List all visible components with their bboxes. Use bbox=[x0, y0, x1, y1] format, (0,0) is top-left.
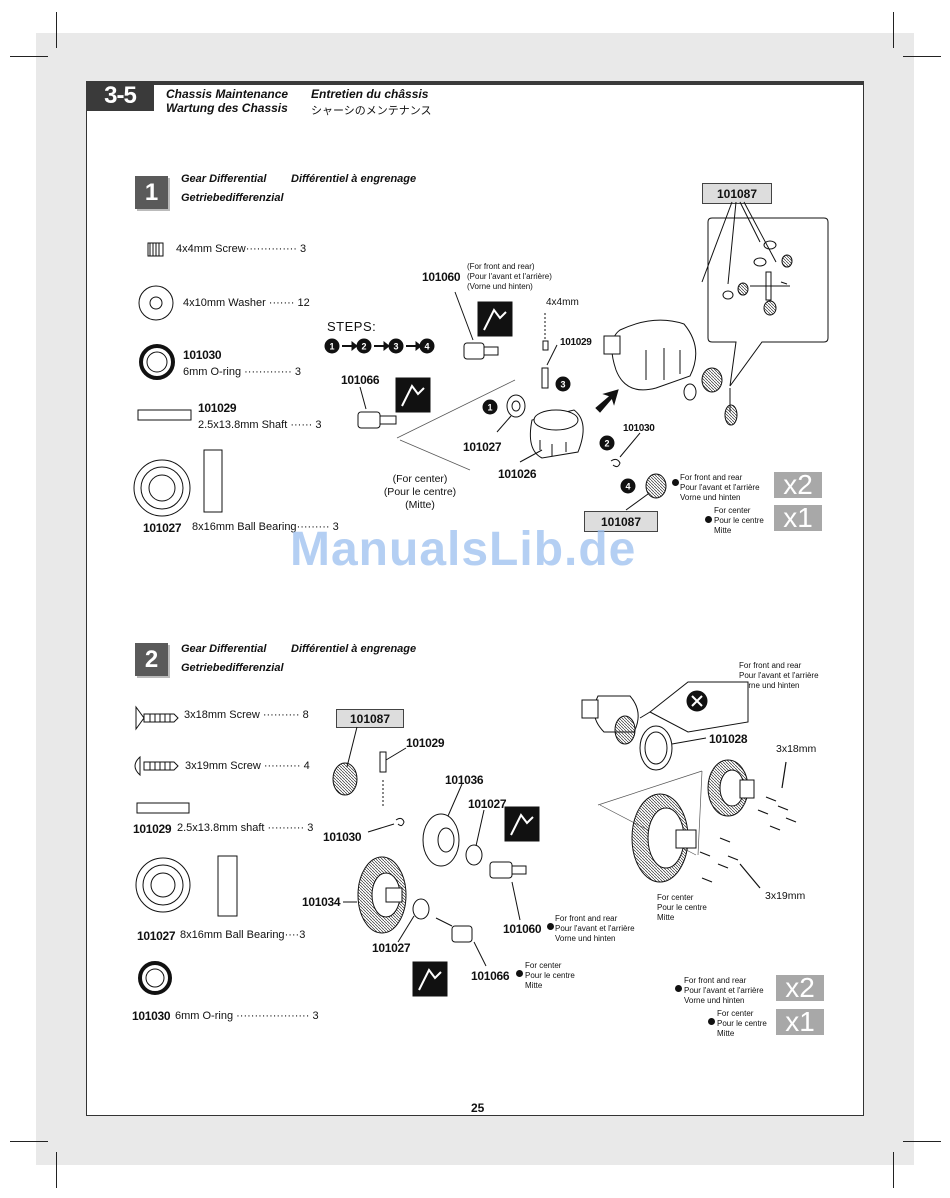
callout-101028: 101028 bbox=[709, 732, 748, 746]
callout-101087-box: 101087 bbox=[584, 511, 658, 532]
bullet bbox=[516, 970, 523, 977]
bullet bbox=[705, 516, 712, 523]
bullet bbox=[672, 479, 679, 486]
part-number: 101027 bbox=[137, 929, 176, 943]
callout-101029: 101029 bbox=[406, 736, 445, 750]
callout-101060: 101060 bbox=[503, 922, 542, 936]
part-number: 101029 bbox=[198, 401, 237, 415]
step-title-de: Getriebedifferenzial bbox=[181, 192, 284, 204]
part-list-item: 3x19mm Screw ·········· 4 bbox=[185, 760, 310, 772]
part-list-item: 6mm O-ring ···················· 3 bbox=[175, 1010, 319, 1022]
watermark: ManualsLib.de bbox=[290, 523, 637, 576]
part-list-item: 2.5x13.8mm shaft ·········· 3 bbox=[177, 822, 314, 834]
callout-101087-box: 101087 bbox=[336, 709, 404, 728]
callout-101066: 101066 bbox=[341, 373, 380, 387]
title-ja: シャーシのメンテナンス bbox=[311, 105, 432, 117]
part-list-item: 4x4mm Screw·············· 3 bbox=[176, 243, 307, 255]
title-fr: Entretien du châssis bbox=[311, 87, 429, 101]
part-list-item: 8x16mm Ball Bearing········· 3 bbox=[192, 521, 339, 533]
step-title-en: Gear Differential bbox=[181, 173, 267, 185]
crop-mark bbox=[893, 1152, 894, 1188]
bullet bbox=[547, 923, 554, 930]
multiplier-badge: x2 bbox=[774, 471, 822, 499]
callout-101036: 101036 bbox=[445, 773, 484, 787]
title-en: Chassis Maintenance bbox=[166, 87, 289, 101]
crop-mark bbox=[56, 1152, 57, 1188]
part-number: 101030 bbox=[183, 348, 222, 362]
crop-mark bbox=[56, 12, 57, 48]
multiplier-badge: x2 bbox=[776, 974, 824, 1002]
callout-101029-inset: 101029 bbox=[789, 286, 821, 297]
callout-101026: 101026 bbox=[498, 467, 537, 481]
part-list-item: 3x18mm Screw ·········· 8 bbox=[184, 709, 309, 721]
part-list-item: 4x10mm Washer ······· 12 bbox=[183, 297, 310, 309]
bullet bbox=[708, 1018, 715, 1025]
crop-mark bbox=[903, 56, 941, 57]
part-list-item: 6mm O-ring ············· 3 bbox=[183, 366, 301, 378]
callout-101030: 101030 bbox=[323, 830, 362, 844]
callout-101066: 101066 bbox=[471, 969, 510, 983]
step-number: 1 bbox=[135, 176, 168, 209]
part-number: 101027 bbox=[143, 521, 182, 535]
part-number: 101030 bbox=[132, 1009, 171, 1023]
page-number: 25 bbox=[471, 1101, 485, 1115]
part-list-item: 8x16mm Ball Bearing····3 bbox=[180, 929, 306, 941]
callout-101027: 101027 bbox=[463, 440, 502, 454]
callout-101087-box: 101087 bbox=[702, 183, 772, 204]
section-badge: 3-5 bbox=[86, 81, 154, 111]
multiplier-badge: x1 bbox=[776, 1008, 824, 1036]
crop-mark bbox=[903, 1141, 941, 1142]
multiplier-badge: x1 bbox=[774, 504, 822, 532]
step-title-fr: Différentiel à engrenage bbox=[291, 173, 417, 185]
step-number: 2 bbox=[135, 643, 168, 676]
callout-101027: 101027 bbox=[468, 797, 507, 811]
part-number: 101029 bbox=[133, 822, 172, 836]
callout-screw-4x4: 4x4mm bbox=[546, 297, 579, 308]
crop-mark bbox=[10, 56, 48, 57]
callout-101027: 101027 bbox=[372, 941, 411, 955]
part-list-item: 2.5x13.8mm Shaft ······ 3 bbox=[198, 419, 322, 431]
step-title-fr: Différentiel à engrenage bbox=[291, 643, 417, 655]
steps-label: STEPS: bbox=[327, 319, 377, 334]
note-front-rear: (For front and rear)(Pour l'avant et l'a… bbox=[467, 262, 552, 291]
bullet bbox=[675, 985, 682, 992]
callout-101029: 101029 bbox=[560, 337, 592, 348]
callout-101034: 101034 bbox=[302, 895, 341, 909]
callout-101060: 101060 bbox=[422, 270, 461, 284]
step-title-de: Getriebedifferenzial bbox=[181, 662, 284, 674]
callout-screw-3x19: 3x19mm bbox=[765, 890, 806, 902]
crop-mark bbox=[10, 1141, 48, 1142]
header-rule bbox=[154, 81, 864, 85]
crop-mark bbox=[893, 12, 894, 48]
callout-101030: 101030 bbox=[623, 423, 655, 434]
title-de: Wartung des Chassis bbox=[166, 101, 288, 115]
step-title-en: Gear Differential bbox=[181, 643, 267, 655]
manual-page bbox=[86, 81, 864, 1116]
note-center: (For center)(Pour le centre)(Mitte) bbox=[383, 473, 457, 511]
callout-screw-3x18: 3x18mm bbox=[776, 743, 817, 755]
